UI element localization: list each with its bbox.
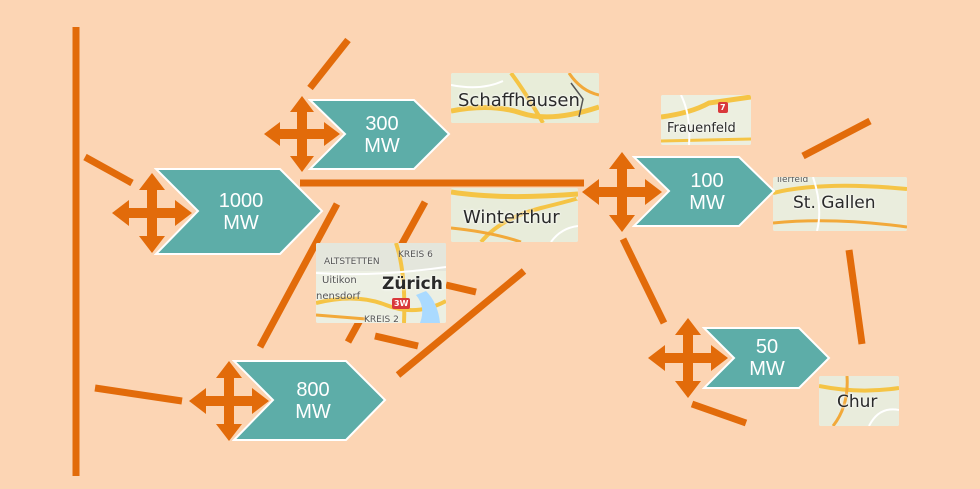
highway-badge: 7 <box>718 102 728 113</box>
map-schaffhausen: Schaffhausen <box>451 73 599 123</box>
move-arrows-icon[interactable] <box>189 361 269 441</box>
connector-line <box>619 237 668 325</box>
connector-line <box>256 202 341 349</box>
node-value: 50 <box>755 336 779 358</box>
map-label: St. Gallen <box>793 193 876 213</box>
connector-line <box>307 37 351 91</box>
connector-line <box>801 117 872 160</box>
map-label: Chur <box>837 392 878 412</box>
node-value: 1000 <box>218 189 264 212</box>
move-arrows-icon[interactable] <box>112 173 192 253</box>
map-label: Winterthur <box>463 207 560 228</box>
move-arrows-icon[interactable] <box>582 152 662 232</box>
connector-line <box>94 384 183 405</box>
node-300mw-label: 300 MW <box>340 98 424 171</box>
place-label: Uitikon <box>322 275 357 286</box>
node-unit: MW <box>364 134 400 157</box>
connector-line <box>374 332 419 350</box>
highway-badge: 3W <box>392 298 411 309</box>
map-background <box>773 177 907 231</box>
connector-line <box>83 153 134 187</box>
map-winterthur: Winterthur <box>451 188 578 242</box>
connector-line <box>845 249 866 345</box>
move-arrows-icon[interactable] <box>264 96 340 172</box>
connector-line <box>445 281 477 296</box>
place-label: llerfeld <box>777 177 809 185</box>
node-50mw-label: 50 MW <box>729 326 805 390</box>
map-background <box>451 188 578 242</box>
map-background <box>316 243 446 323</box>
map-zurich: KREIS 6 ALTSTETTEN Uitikon nensdorf Züri… <box>316 243 446 323</box>
connector-line <box>395 268 527 378</box>
connector-line <box>690 400 748 427</box>
chevron-shape-50mw <box>702 327 831 389</box>
place-label: nensdorf <box>316 291 361 302</box>
quarter-label: ALTSTETTEN <box>324 257 380 267</box>
chevron-shape-100mw <box>632 156 776 227</box>
node-unit: MW <box>689 191 725 214</box>
map-frauenfeld: 7 Frauenfeld <box>661 95 751 145</box>
map-chur: Chur <box>819 376 899 426</box>
chevron-shape-1000mw <box>154 168 324 255</box>
node-value: 100 <box>690 169 724 192</box>
map-background <box>819 376 899 426</box>
node-800mw-label: 800 MW <box>268 359 358 442</box>
node-unit: MW <box>295 400 331 423</box>
map-label: Zürich <box>382 274 443 294</box>
map-background <box>661 95 751 145</box>
map-label: Frauenfeld <box>667 121 736 136</box>
chevron-shape-800mw <box>232 360 387 441</box>
node-1000mw-label: 1000 MW <box>193 167 289 256</box>
node-unit: MW <box>223 211 259 234</box>
node-value: 800 <box>296 378 330 401</box>
map-background <box>451 73 599 123</box>
move-arrows-icon[interactable] <box>648 318 728 398</box>
node-100mw-label: 100 MW <box>664 155 750 228</box>
map-label: Schaffhausen <box>458 90 580 111</box>
district-label: KREIS 2 <box>364 315 399 323</box>
node-value: 300 <box>365 112 399 135</box>
node-unit: MW <box>749 358 785 380</box>
map-stgallen: llerfeld St. Gallen <box>773 177 907 231</box>
chevron-shape-300mw <box>308 99 451 170</box>
district-label: KREIS 6 <box>398 250 433 260</box>
